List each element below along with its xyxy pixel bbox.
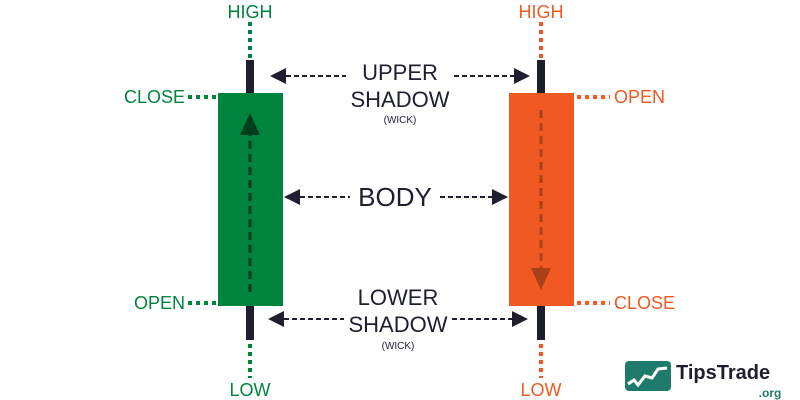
bear-close-label: CLOSE bbox=[614, 293, 675, 313]
logo-tld: .org bbox=[759, 386, 782, 400]
trend-line-icon bbox=[627, 366, 668, 388]
body-label: BODY bbox=[358, 182, 432, 212]
bull-high-label: HIGH bbox=[228, 2, 273, 22]
bull-low-label: LOW bbox=[229, 380, 270, 400]
bull-close-label: CLOSE bbox=[124, 87, 185, 107]
upper-label: UPPER bbox=[362, 60, 438, 85]
bear-high-label: HIGH bbox=[519, 2, 564, 22]
logo-name: TipsTrade bbox=[676, 362, 770, 384]
bullish-candle: HIGH CLOSE OPEN LOW bbox=[124, 2, 283, 400]
bearish-candle: HIGH OPEN CLOSE LOW bbox=[509, 2, 675, 400]
upper-wick-label: (WICK) bbox=[384, 115, 417, 126]
lower-label: LOWER bbox=[358, 285, 439, 310]
lower-wick-label: (WICK) bbox=[382, 341, 415, 352]
upper-shadow-label: SHADOW bbox=[351, 87, 450, 112]
bear-low-label: LOW bbox=[520, 380, 561, 400]
center-annotations: UPPER SHADOW (WICK) BODY LOWER SHADOW (W… bbox=[268, 60, 530, 352]
up-arrow-icon bbox=[240, 113, 260, 135]
bear-open-label: OPEN bbox=[614, 87, 665, 107]
bull-open-label: OPEN bbox=[134, 293, 185, 313]
down-arrow-icon bbox=[531, 268, 551, 290]
tipstrade-logo: TipsTrade .org bbox=[625, 361, 781, 400]
lower-shadow-label: SHADOW bbox=[349, 312, 448, 337]
